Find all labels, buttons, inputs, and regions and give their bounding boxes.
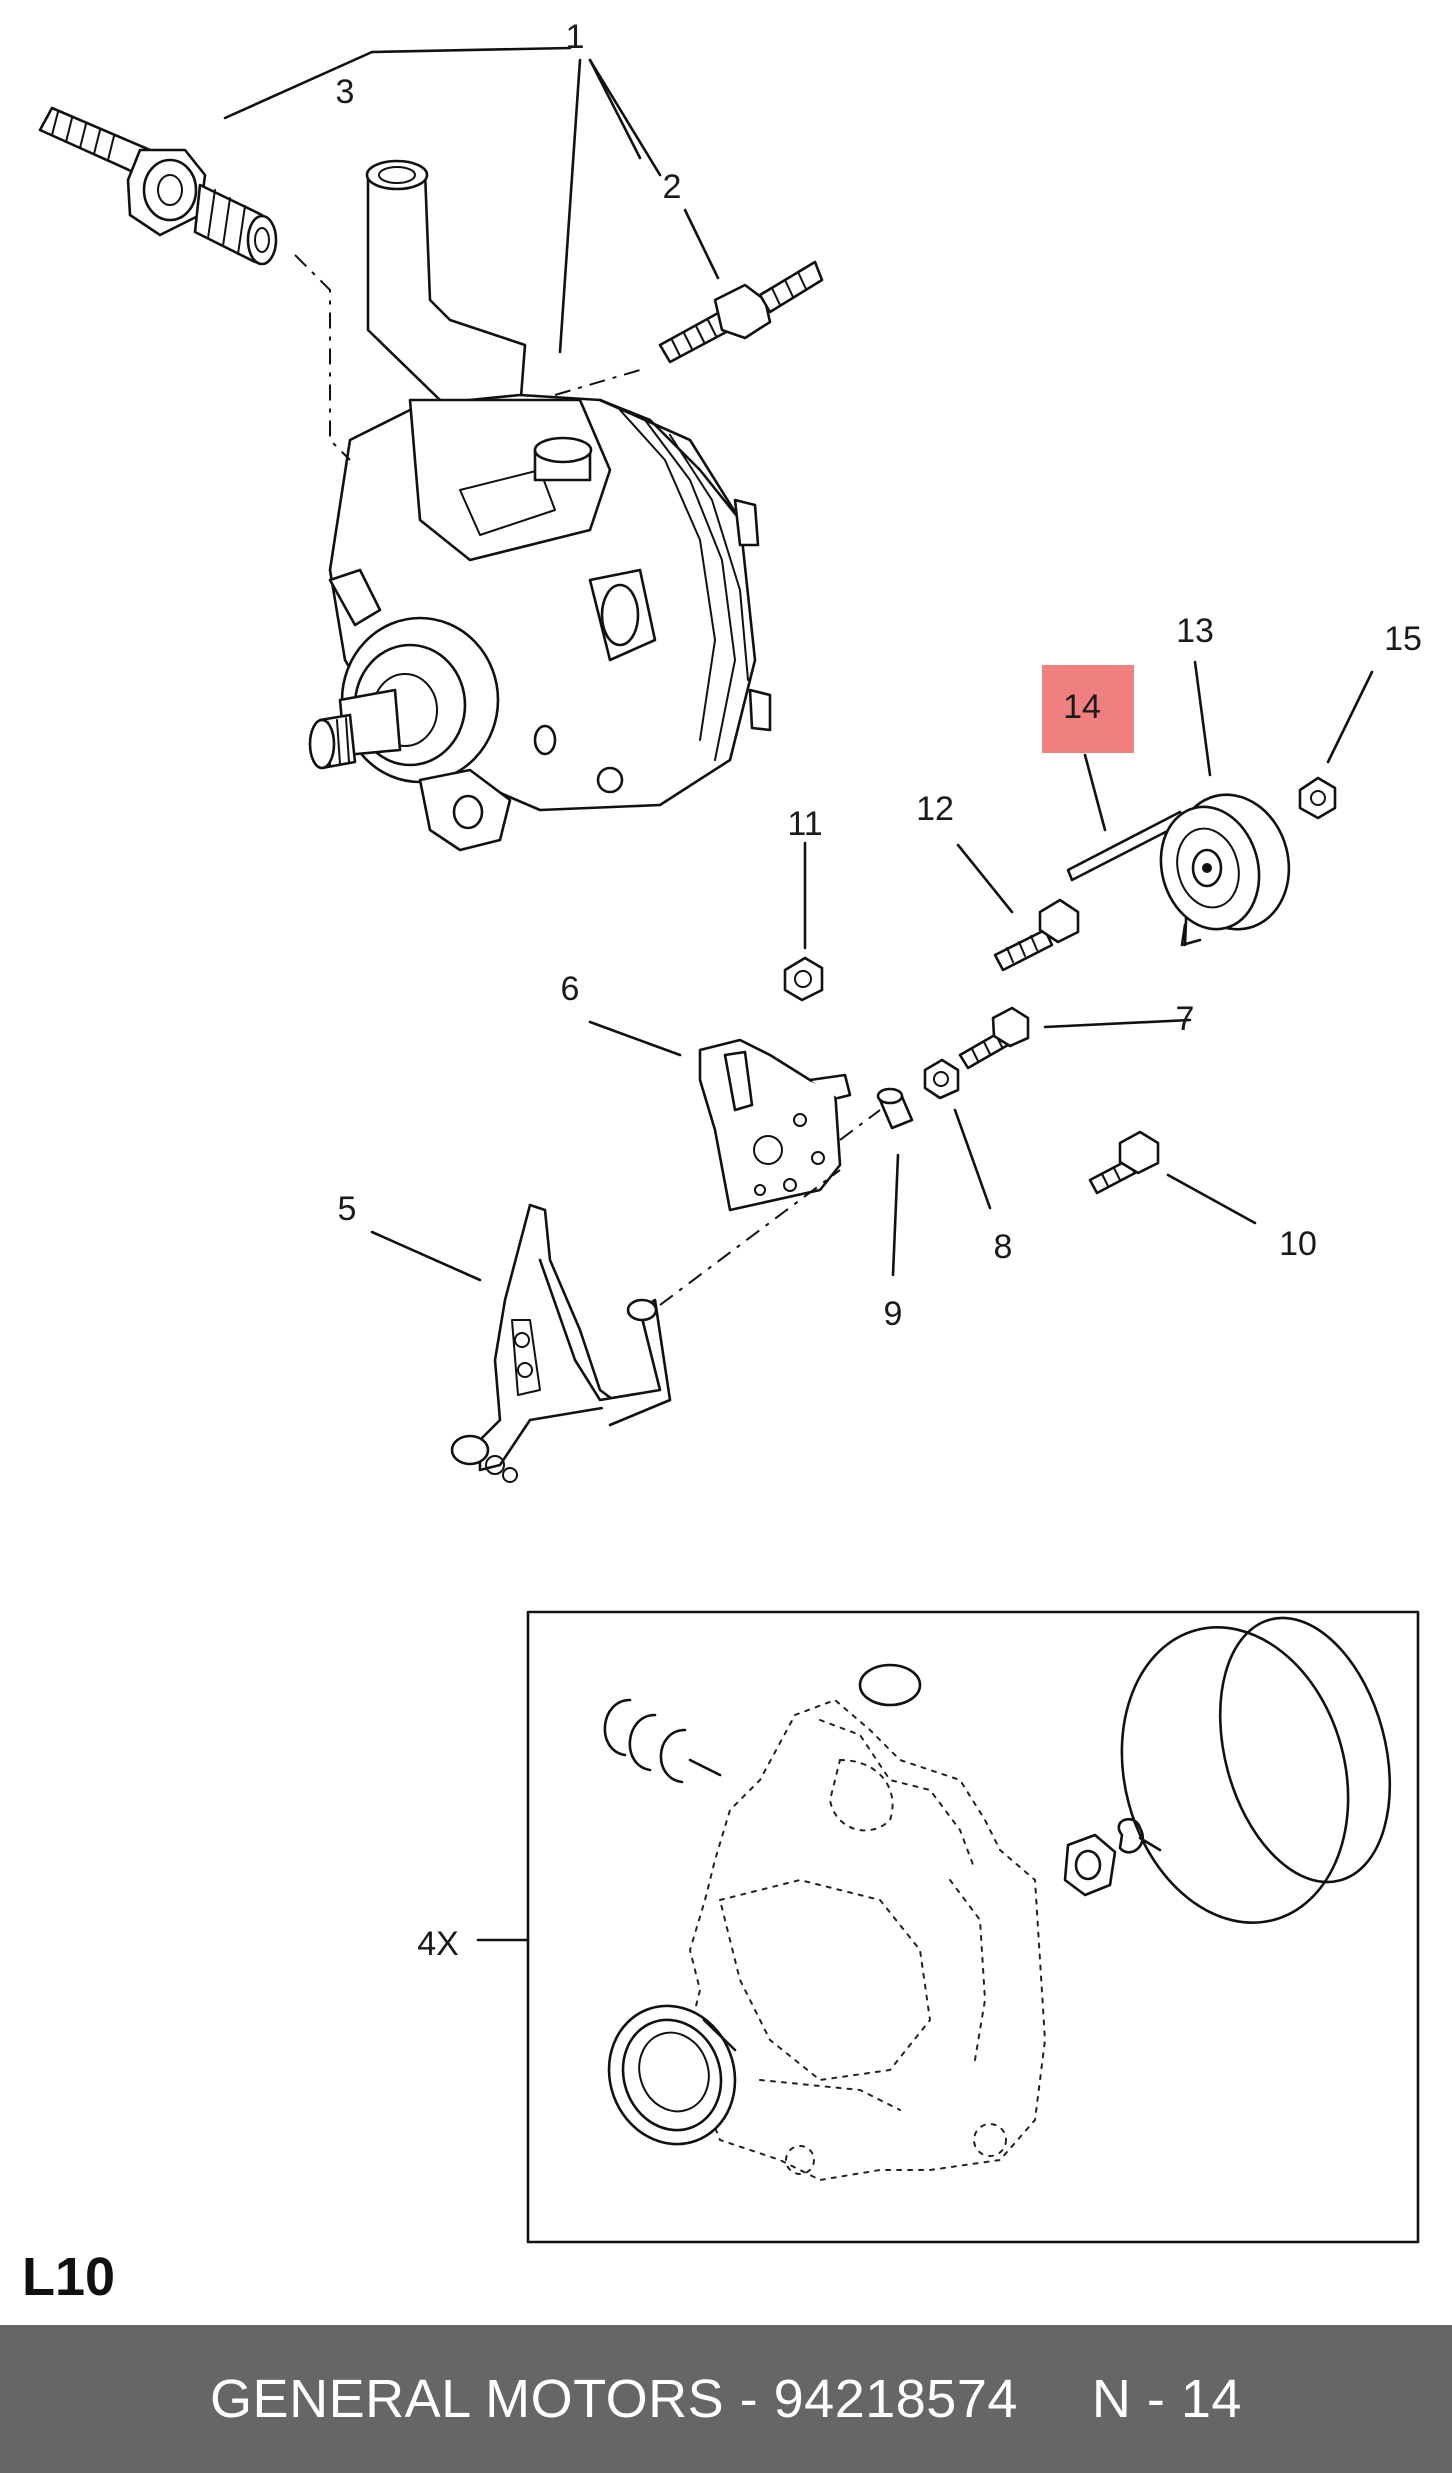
highlight-box [1042,665,1134,753]
leader-lines [223,46,1374,1282]
part-15-nut [1298,776,1337,820]
footer-bar: GENERAL MOTORS - 94218574 N - 14 [0,2325,1452,2473]
callout-8: 8 [994,1228,1013,1266]
callout-13: 13 [1176,612,1214,650]
parts-diagram: 1 2 3 4X 5 6 7 8 9 10 11 12 13 14 15 [22,18,1422,2307]
callout-7: 7 [1176,1000,1195,1038]
part-9-sleeve [876,1087,914,1130]
callout-2: 2 [663,168,682,206]
footer-ref: N - 14 [1091,2369,1242,2429]
part-11-nut [783,956,824,1002]
part-6-bracket [698,1038,881,1212]
part-12-bolt [993,898,1080,972]
part-8-nut [923,1058,960,1100]
part-10-bolt [1088,1130,1160,1195]
callout-14: 14 [1063,688,1101,726]
pump-assembly [294,159,772,852]
part-3-fitting [38,106,278,266]
part-5-lever [450,1169,841,1483]
part-2-stud [658,260,824,364]
callout-3: 3 [336,73,355,111]
callout-15: 15 [1384,620,1422,658]
part-13-pulley [1159,793,1291,947]
callout-11: 11 [787,805,822,843]
callout-9: 9 [884,1295,903,1333]
footer-part-number: GENERAL MOTORS - 94218574 [210,2369,1018,2429]
callout-labels: 1 2 3 4X 5 6 7 8 9 10 11 12 13 14 15 [336,18,1422,1963]
callout-4x: 4X [417,1925,459,1963]
callout-5: 5 [338,1190,357,1228]
diagram-code: L10 [22,2247,115,2307]
callout-6: 6 [561,970,580,1008]
callout-10: 10 [1279,1225,1317,1263]
callout-1: 1 [566,18,585,56]
part-7-bolt [958,1006,1030,1070]
seal-kit-inset [476,1610,1420,2244]
callout-12: 12 [916,790,954,828]
